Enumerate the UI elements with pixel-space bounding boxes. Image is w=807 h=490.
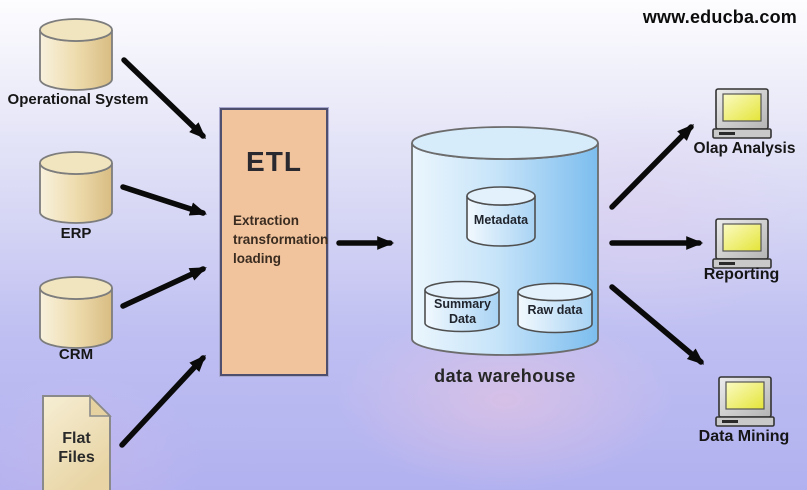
arrow-warehouse-to-data-mining — [609, 284, 705, 365]
metadata-cylinder-icon — [466, 186, 536, 247]
arrow-warehouse-to-olap — [609, 123, 694, 210]
erp-database-icon — [39, 151, 113, 224]
crm-database-icon — [39, 276, 113, 349]
etl-process-box: ETL Extraction transformation loading — [219, 107, 329, 377]
etl-title: ETL — [246, 146, 302, 177]
summary-data-label: Summary Data — [434, 297, 491, 326]
crm-label: CRM — [58, 346, 94, 363]
olap-analysis-monitor-icon — [712, 88, 772, 139]
operational-system-database-icon — [39, 18, 113, 91]
flat-files-label: Flat Files — [58, 430, 95, 466]
arrow-crm-to-etl — [120, 266, 207, 309]
arrow-operational-system-to-etl — [121, 57, 207, 139]
arrow-flat-files-to-etl — [119, 354, 206, 448]
data-warehouse-label: data warehouse — [434, 366, 576, 386]
metadata-label: Metadata — [473, 213, 529, 227]
erp-label: ERP — [60, 225, 92, 242]
etl-subtitle: Extraction transformation loading — [233, 213, 329, 266]
operational-system-label: Operational System — [7, 91, 149, 108]
arrow-erp-to-etl — [120, 184, 208, 216]
raw-data-cylinder-icon — [517, 282, 593, 334]
raw-data-label: Raw data — [527, 303, 583, 317]
olap-analysis-label: Olap Analysis — [693, 140, 796, 157]
watermark-text: www.educba.com — [642, 7, 797, 27]
reporting-label: Reporting — [703, 266, 780, 283]
reporting-monitor-icon — [712, 218, 772, 269]
data-mining-monitor-icon — [715, 376, 775, 427]
summary-data-cylinder-icon — [424, 280, 500, 333]
data-mining-label: Data Mining — [698, 428, 790, 445]
flat-files-document-icon — [42, 394, 112, 490]
